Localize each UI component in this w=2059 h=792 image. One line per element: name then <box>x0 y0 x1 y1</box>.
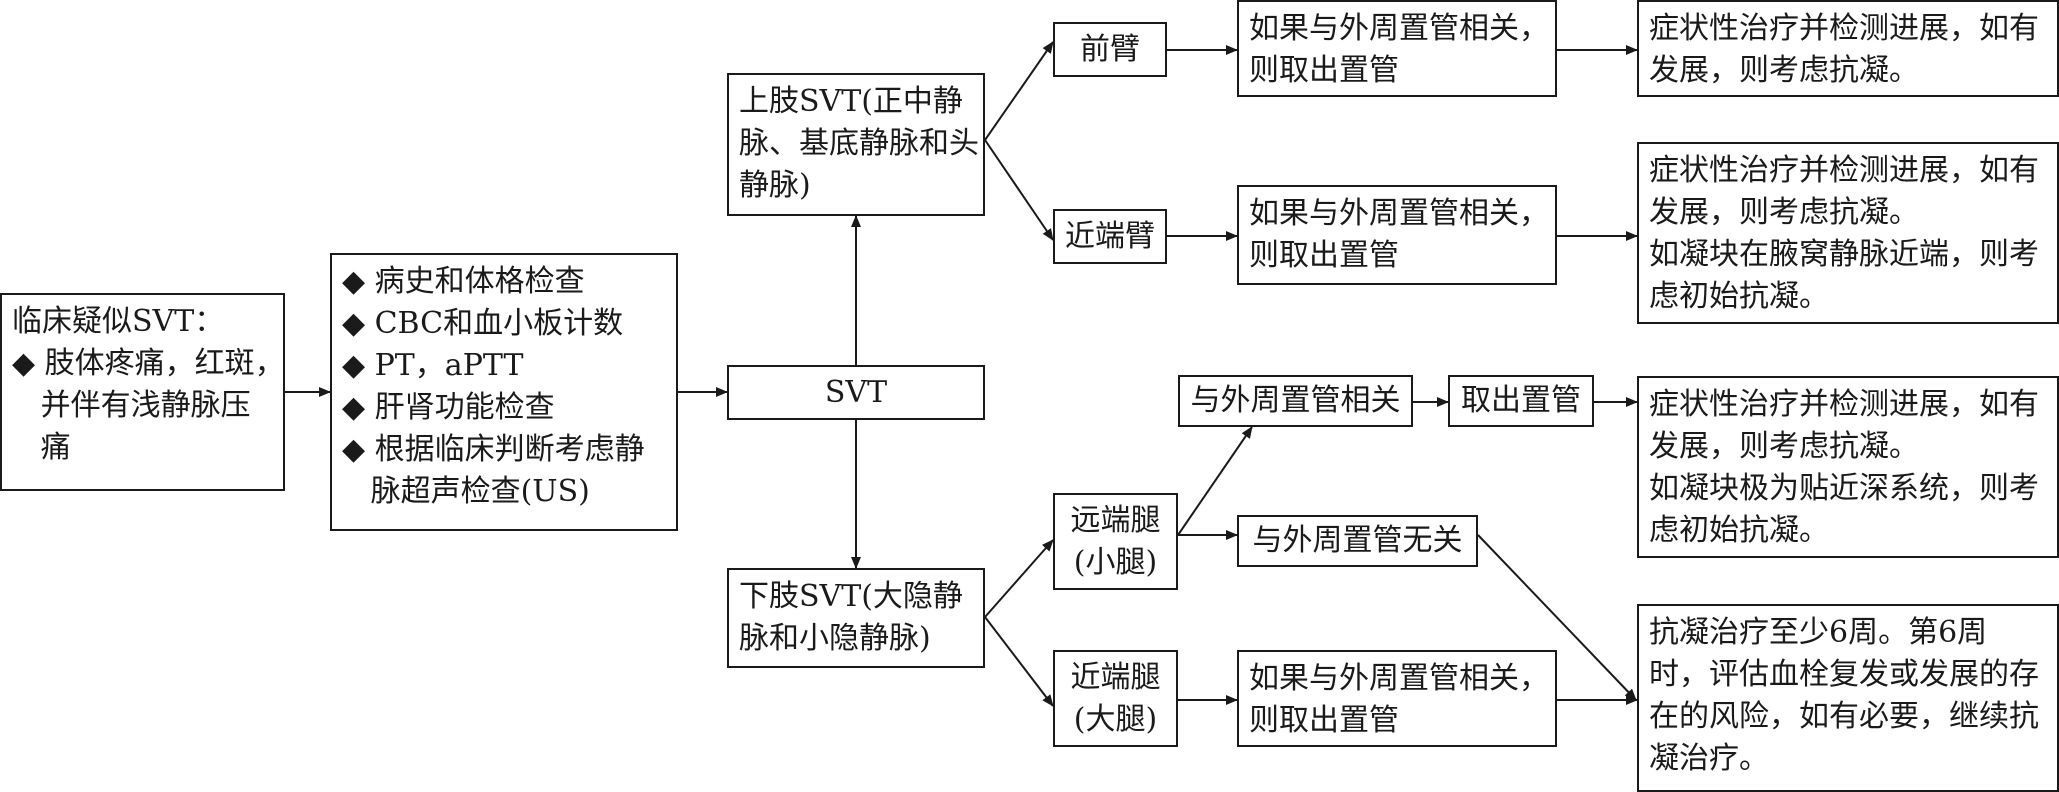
outcome-line: 症状性治疗并检测进展，如有 <box>1649 11 2039 46</box>
node-distal-leg-line: (小腿) <box>1073 544 1158 580</box>
node-remove-if-catheter-forearm: 如果与外周置管相关， 则取出置管 <box>1237 0 1557 97</box>
node-remove-line: 如果与外周置管相关， <box>1249 196 1549 231</box>
node-forearm: 前臂 <box>1053 22 1167 77</box>
workup-item: ◆ CBC和血小板计数 <box>342 306 624 341</box>
outcome-line: 发展，则考虑抗凝。 <box>1649 429 1919 464</box>
outcome-line: 在的风险，如有必要，继续抗 <box>1649 699 2039 734</box>
node-proximal-arm-label: 近端臂 <box>1065 218 1155 254</box>
node-remove-catheter: 取出置管 <box>1448 375 1594 427</box>
node-clinical-line: 痛 <box>12 430 71 465</box>
outcome-line: 时，评估血栓复发或发展的存 <box>1649 657 2039 692</box>
outcome-line: 虑初始抗凝。 <box>1649 279 1829 314</box>
workup-item: ◆ 病史和体格检查 <box>342 264 585 299</box>
outcome-line: 如凝块极为贴近深系统，则考 <box>1649 471 2039 506</box>
node-remove-line: 则取出置管 <box>1249 53 1399 88</box>
workup-item: ◆ 根据临床判断考虑静 <box>342 432 645 467</box>
node-clinical-title: 临床疑似SVT： <box>12 304 225 339</box>
node-outcome-leg-catheter: 症状性治疗并检测进展，如有 发展，则考虑抗凝。 如凝块极为贴近深系统，则考 虑初… <box>1637 376 2059 558</box>
node-remove-line: 则取出置管 <box>1249 238 1399 273</box>
node-upper-limb-svt: 上肢SVT(正中静 脉、基底静脉和头 静脉) <box>727 73 985 216</box>
workup-item: ◆ PT，aPTT <box>342 348 524 383</box>
node-remove-line: 如果与外周置管相关， <box>1249 661 1549 696</box>
node-catheter-related-label: 与外周置管相关 <box>1190 383 1401 418</box>
node-remove-if-catheter-proximal-arm: 如果与外周置管相关， 则取出置管 <box>1237 185 1557 285</box>
node-remove-line: 如果与外周置管相关， <box>1249 11 1549 46</box>
node-forearm-label: 前臂 <box>1080 31 1140 67</box>
node-remove-if-catheter-proximal-leg: 如果与外周置管相关， 则取出置管 <box>1237 650 1557 747</box>
node-distal-leg-line: 远端腿 <box>1070 502 1161 538</box>
node-proximal-leg-line: 近端腿 <box>1070 659 1161 695</box>
outcome-line: 症状性治疗并检测进展，如有 <box>1649 153 2039 188</box>
node-outcome-forearm: 症状性治疗并检测进展，如有 发展，则考虑抗凝。 <box>1637 0 2059 97</box>
node-svt: SVT <box>727 365 985 420</box>
node-remove-line: 则取出置管 <box>1249 703 1399 738</box>
node-lower-limb-svt: 下肢SVT(大隐静 脉和小隐静脉) <box>727 568 985 668</box>
node-catheter-unrelated-label: 与外周置管无关 <box>1252 523 1463 558</box>
arrow-upper-to-forearm <box>984 41 1054 141</box>
outcome-line: 凝治疗。 <box>1649 741 1769 776</box>
outcome-line: 症状性治疗并检测进展，如有 <box>1649 387 2039 422</box>
node-upper-line: 脉、基底静脉和头 <box>739 126 979 161</box>
node-proximal-leg-line: (大腿) <box>1073 701 1158 737</box>
node-clinical-line: 并伴有浅静脉压 <box>12 388 251 423</box>
outcome-line: 如凝块在腋窝静脉近端，则考 <box>1649 237 2039 272</box>
node-proximal-leg: 近端腿 (大腿) <box>1053 650 1178 747</box>
node-workup: ◆ 病史和体格检查 ◆ CBC和血小板计数 ◆ PT，aPTT ◆ 肝肾功能检查… <box>330 253 678 531</box>
arrow-lower-to-proximal-leg <box>984 616 1054 707</box>
node-lower-line: 脉和小隐静脉) <box>739 621 931 656</box>
node-clinical-line: ◆ 肢体疼痛，红斑， <box>12 346 285 381</box>
arrow-distal-leg-to-cath-related <box>1177 426 1253 536</box>
node-catheter-related: 与外周置管相关 <box>1178 375 1413 427</box>
workup-item: 脉超声检查(US) <box>342 474 590 509</box>
arrow-cath-unrelated-to-outcome-anticoag <box>1477 534 1637 701</box>
node-lower-line: 下肢SVT(大隐静 <box>739 579 963 614</box>
node-proximal-arm: 近端臂 <box>1053 209 1167 264</box>
outcome-line: 抗凝治疗至少6周。第6周 <box>1649 615 1988 650</box>
node-outcome-proximal-arm: 症状性治疗并检测进展，如有 发展，则考虑抗凝。 如凝块在腋窝静脉近端，则考 虑初… <box>1637 142 2059 324</box>
node-outcome-anticoagulation: 抗凝治疗至少6周。第6周 时，评估血栓复发或发展的存 在的风险，如有必要，继续抗… <box>1637 604 2059 792</box>
node-upper-line: 静脉) <box>739 168 811 203</box>
node-upper-line: 上肢SVT(正中静 <box>739 84 963 119</box>
outcome-line: 虑初始抗凝。 <box>1649 513 1829 548</box>
workup-item: ◆ 肝肾功能检查 <box>342 390 555 425</box>
outcome-line: 发展，则考虑抗凝。 <box>1649 195 1919 230</box>
outcome-line: 发展，则考虑抗凝。 <box>1649 53 1919 88</box>
node-catheter-unrelated: 与外周置管无关 <box>1237 515 1478 567</box>
node-remove-catheter-label: 取出置管 <box>1461 383 1581 418</box>
arrow-lower-to-distal-leg <box>984 539 1054 618</box>
node-clinical-suspicion: 临床疑似SVT： ◆ 肢体疼痛，红斑， 并伴有浅静脉压 痛 <box>0 293 285 491</box>
arrow-upper-to-proximal-arm <box>984 139 1054 241</box>
node-distal-leg: 远端腿 (小腿) <box>1053 493 1178 590</box>
node-svt-label: SVT <box>824 374 888 410</box>
